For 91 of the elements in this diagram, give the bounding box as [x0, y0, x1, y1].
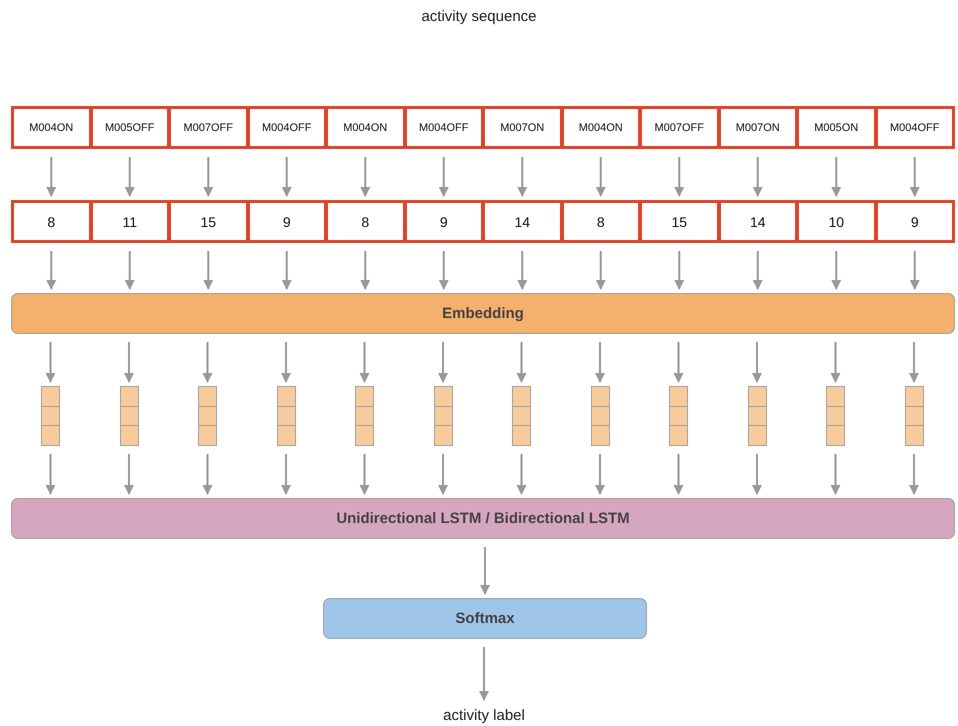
sensor-event-box: M004OFF [404, 106, 484, 149]
arrow [124, 157, 135, 197]
arrow [674, 157, 684, 197]
arrow [203, 157, 214, 197]
sensor-event-box: M004OFF [246, 106, 327, 149]
arrow [124, 454, 134, 495]
arrow [674, 251, 684, 290]
arrow [438, 342, 448, 383]
arrow [124, 342, 134, 383]
arrow [360, 342, 370, 383]
token-id-box: 9 [404, 200, 484, 243]
arrow [203, 251, 214, 290]
token-id-box: 15 [168, 200, 248, 243]
sensor-event-box: M004ON [11, 106, 92, 149]
sensor-event-box: M007OFF [639, 106, 720, 149]
embedding-vector-bar [590, 386, 610, 446]
arrow [752, 454, 762, 495]
arrow [281, 454, 291, 495]
arrow [595, 342, 605, 383]
arrow [910, 157, 920, 197]
arrow [752, 157, 763, 197]
arrow [830, 454, 840, 495]
arrow [517, 251, 528, 290]
token-id-box: 11 [90, 200, 170, 243]
sensor-event-box: M007OFF [168, 106, 248, 149]
arrow [516, 454, 526, 495]
sensor-event-box: M007ON [718, 106, 798, 149]
embedding-vector-bar [198, 386, 217, 446]
arrow [282, 251, 292, 290]
token-id-box: 9 [246, 200, 327, 243]
arrow [438, 454, 448, 495]
sensor-event-box: M004ON [325, 106, 406, 149]
token-id-box: 14 [482, 200, 562, 243]
sensor-event-box: M005OFF [90, 106, 170, 149]
embedding-vector-bar [904, 386, 924, 446]
sensor-event-box: M005ON [796, 106, 876, 149]
output-label: activity label [384, 704, 584, 726]
arrow [202, 454, 212, 495]
embedding-vector-bar [669, 386, 688, 446]
arrow [480, 547, 490, 595]
sensor-event-box: M004ON [560, 106, 641, 149]
embedding-vector-bar [748, 386, 766, 446]
arrow [596, 251, 606, 290]
embedding-vector-bar [355, 386, 374, 446]
embedding-vector-bar [41, 386, 60, 446]
arrow [360, 251, 370, 290]
arrow [831, 251, 842, 290]
arrow [830, 342, 840, 383]
token-id-box: 8 [11, 200, 92, 243]
arrow [479, 647, 489, 701]
arrow [910, 251, 920, 290]
arrow [46, 157, 56, 197]
arrow [516, 342, 526, 383]
arrow [595, 454, 605, 495]
arrow [281, 342, 291, 383]
arrow [46, 454, 56, 495]
arrow [752, 251, 763, 290]
embedding-vector-bar [120, 386, 138, 446]
arrow [596, 157, 606, 197]
token-id-box: 8 [560, 200, 641, 243]
arrow [517, 157, 528, 197]
embedding-vector-bar [826, 386, 845, 446]
arrow [438, 157, 449, 197]
layer-box: Softmax [323, 598, 647, 639]
token-id-box: 15 [639, 200, 720, 243]
arrow [46, 342, 56, 383]
token-id-box: 14 [718, 200, 798, 243]
arrow [124, 251, 135, 290]
arrow [831, 157, 842, 197]
arrow [674, 342, 684, 383]
arrow [360, 157, 370, 197]
token-id-box: 9 [874, 200, 955, 243]
arrow [46, 251, 56, 290]
sensor-event-box: M007ON [482, 106, 562, 149]
arrow [752, 342, 762, 383]
diagram-title: activity sequence [420, 8, 538, 25]
arrow [282, 157, 292, 197]
arrow [438, 251, 449, 290]
arrow [360, 454, 370, 495]
embedding-vector-bar [512, 386, 531, 446]
token-id-box: 8 [325, 200, 406, 243]
layer-box: Unidirectional LSTM / Bidirectional LSTM [11, 498, 955, 539]
arrow [202, 342, 212, 383]
arrow [909, 342, 919, 383]
arrow [909, 454, 919, 495]
arrow [674, 454, 684, 495]
embedding-vector-bar [434, 386, 452, 446]
sensor-event-box: M004OFF [874, 106, 955, 149]
layer-box: Embedding [11, 293, 955, 334]
embedding-vector-bar [276, 386, 296, 446]
token-id-box: 10 [796, 200, 876, 243]
